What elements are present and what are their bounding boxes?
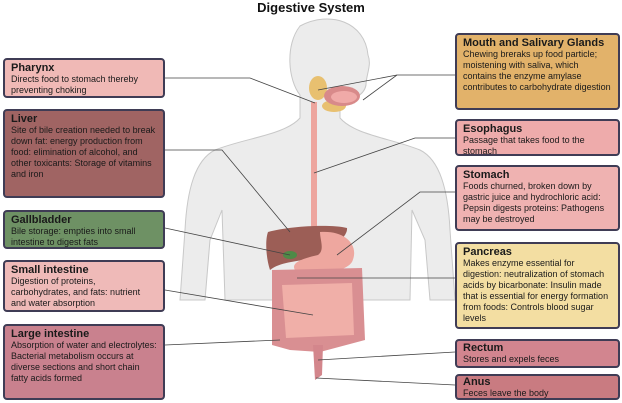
pharynx-line xyxy=(165,77,316,104)
stomach-desc: Foods churned, broken down by gastric ju… xyxy=(463,181,605,224)
body-silhouette xyxy=(179,18,456,301)
gallbladder-box: Gallbladder Bile storage: empties into s… xyxy=(3,210,165,249)
pharynx-box: Pharynx Directs food to stomach thereby … xyxy=(3,58,165,98)
large-intestine-desc: Absorption of water and electrolytes: Ba… xyxy=(11,340,157,383)
pharynx-title: Pharynx xyxy=(11,62,55,74)
pharynx-desc: Directs food to stomach thereby preventi… xyxy=(11,74,139,95)
pancreas-title: Pancreas xyxy=(463,246,512,258)
mouth-line-2 xyxy=(362,74,398,101)
anus-desc: Feces leave the body xyxy=(463,388,549,398)
liver-box: Liver Site of bile creation needed to br… xyxy=(3,109,165,198)
large-intestine-line xyxy=(164,339,281,346)
rectum-shape xyxy=(313,345,323,380)
gallbladder-line xyxy=(164,227,291,256)
leader-lines xyxy=(164,74,456,386)
small-intestine-shape xyxy=(282,283,354,338)
stomach-line xyxy=(336,191,455,256)
small-intestine-title: Small intestine xyxy=(11,264,89,276)
diagram-title: Digestive System xyxy=(257,0,365,15)
anus-box: Anus Feces leave the body xyxy=(455,374,620,400)
tongue xyxy=(331,91,357,103)
liver-title: Liver xyxy=(11,113,38,125)
small-intestine-box: Small intestine Digestion of proteins, c… xyxy=(3,260,165,312)
large-intestine-box: Large intestine Absorption of water and … xyxy=(3,324,165,400)
mouth-desc: Chewing breraks up food particle; moiste… xyxy=(463,49,611,92)
salivary-gland xyxy=(309,76,327,100)
mouth-box: Mouth and Salivary Glands Chewing brerak… xyxy=(455,33,620,110)
rectum-title: Rectum xyxy=(463,342,504,354)
esophagus-line xyxy=(313,137,455,174)
anus-title: Anus xyxy=(463,376,491,388)
liver-desc: Site of bile creation needed to break do… xyxy=(11,125,156,179)
rectum-box: Rectum Stores and expels feces xyxy=(455,339,620,368)
esophagus-desc: Passage that takes food to the stomach xyxy=(463,135,585,156)
pancreas-box: Pancreas Makes enzyme essential for dige… xyxy=(455,242,620,329)
stomach-box: Stomach Foods churned, broken down by ga… xyxy=(455,165,620,231)
esophagus-box: Esophagus Passage that takes food to the… xyxy=(455,119,620,156)
mouth-title: Mouth and Salivary Glands xyxy=(463,37,605,49)
stomach-title: Stomach xyxy=(463,169,510,181)
small-intestine-desc: Digestion of proteins, carbohydrates, an… xyxy=(11,276,141,308)
pancreas-desc: Makes enzyme essential for digestion: ne… xyxy=(463,258,609,323)
large-intestine-title: Large intestine xyxy=(11,328,90,340)
rectum-line xyxy=(317,351,456,361)
anus-line xyxy=(315,377,456,386)
esophagus-title: Esophagus xyxy=(463,123,523,135)
gallbladder-title: Gallbladder xyxy=(11,214,72,226)
liver-line xyxy=(165,149,291,233)
small-intestine-line xyxy=(164,289,314,316)
rectum-desc: Stores and expels feces xyxy=(463,354,560,364)
stomach-shape xyxy=(294,231,355,274)
gallbladder-desc: Bile storage: empties into small intesti… xyxy=(11,226,136,247)
